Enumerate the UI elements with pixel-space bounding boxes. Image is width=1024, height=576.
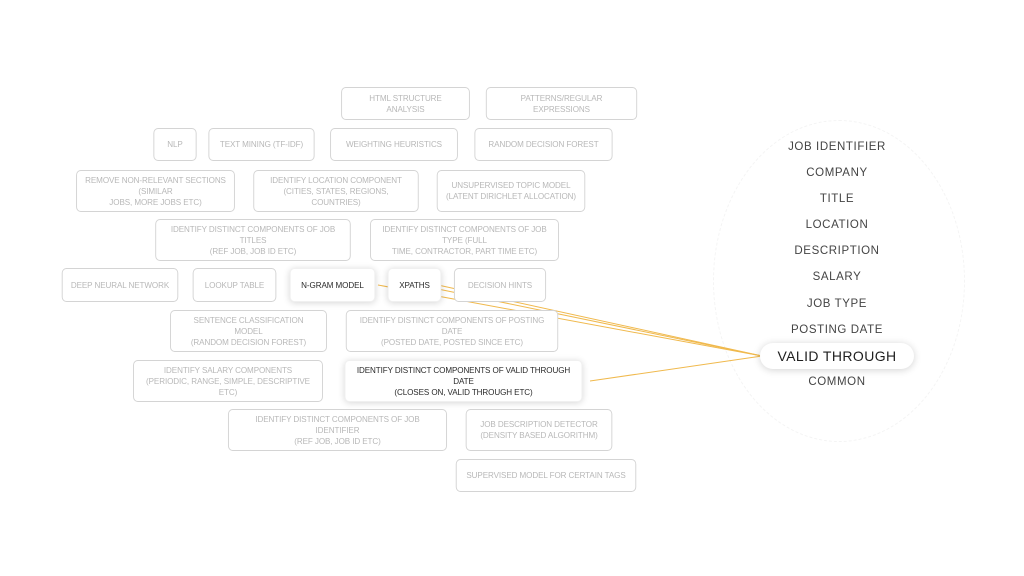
category-salary[interactable]: SALARY <box>812 271 862 283</box>
category-ring <box>713 120 965 442</box>
chip-job-titles-components[interactable]: IDENTIFY DISTINCT COMPONENTS OF JOB TITL… <box>155 219 351 261</box>
chip-lookup-table[interactable]: LOOKUP TABLE <box>192 268 277 302</box>
chip-job-identifier-components[interactable]: IDENTIFY DISTINCT COMPONENTS OF JOB IDEN… <box>227 409 448 451</box>
chip-supervised-model[interactable]: SUPERVISED MODEL FOR CERTAIN TAGS <box>455 459 637 492</box>
chip-decision-hints[interactable]: DECISION HINTS <box>453 268 547 302</box>
connector-n-gram-model <box>377 284 763 357</box>
chip-identify-salary-components[interactable]: IDENTIFY SALARY COMPONENTS(PERIODIC, RAN… <box>133 360 323 402</box>
category-description[interactable]: DESCRIPTION <box>794 245 880 257</box>
chip-nlp[interactable]: NLP <box>153 128 197 161</box>
category-common[interactable]: COMMON <box>808 376 866 388</box>
category-job-type[interactable]: JOB TYPE <box>806 298 868 310</box>
chip-html-structure-analysis[interactable]: HTML STRUCTURE ANALYSIS <box>341 87 470 120</box>
chip-posting-date-components[interactable]: IDENTIFY DISTINCT COMPONENTS OF POSTING … <box>345 310 559 352</box>
category-title[interactable]: TITLE <box>819 193 855 205</box>
chip-job-description-detector[interactable]: JOB DESCRIPTION DETECTOR(DENSITY BASED A… <box>465 409 613 451</box>
category-company[interactable]: COMPANY <box>806 167 868 179</box>
chip-text-mining[interactable]: TEXT MINING (TF-IDF) <box>208 128 315 161</box>
chip-identify-location-component[interactable]: IDENTIFY LOCATION COMPONENT(CITIES, STAT… <box>253 170 419 212</box>
chip-patterns-regular-expressions[interactable]: PATTERNS/REGULAR EXPRESSIONS <box>485 87 638 120</box>
chip-weighting-heuristics[interactable]: WEIGHTING HEURISTICS <box>330 128 458 161</box>
chip-n-gram-model[interactable]: N-GRAM MODEL <box>289 268 376 302</box>
category-location[interactable]: LOCATION <box>805 219 869 231</box>
chip-deep-neural-network[interactable]: DEEP NEURAL NETWORK <box>61 268 179 302</box>
chip-xpaths[interactable]: XPATHS <box>387 268 442 302</box>
connector-valid-through-components <box>589 355 763 382</box>
chip-random-decision-forest[interactable]: RANDOM DECISION FOREST <box>474 128 613 161</box>
chip-sentence-classification-model[interactable]: SENTENCE CLASSIFICATION MODEL(RANDOM DEC… <box>170 310 327 352</box>
chip-job-type-components[interactable]: IDENTIFY DISTINCT COMPONENTS OF JOB TYPE… <box>370 219 559 261</box>
category-posting-date[interactable]: POSTING DATE <box>791 324 883 336</box>
category-valid-through[interactable]: VALID THROUGH <box>760 343 914 369</box>
chip-unsupervised-topic-model[interactable]: UNSUPERVISED TOPIC MODEL(LATENT DIRICHLE… <box>436 170 586 212</box>
category-job-identifier[interactable]: JOB IDENTIFIER <box>788 141 886 153</box>
chip-valid-through-components[interactable]: IDENTIFY DISTINCT COMPONENTS OF VALID TH… <box>344 360 583 402</box>
